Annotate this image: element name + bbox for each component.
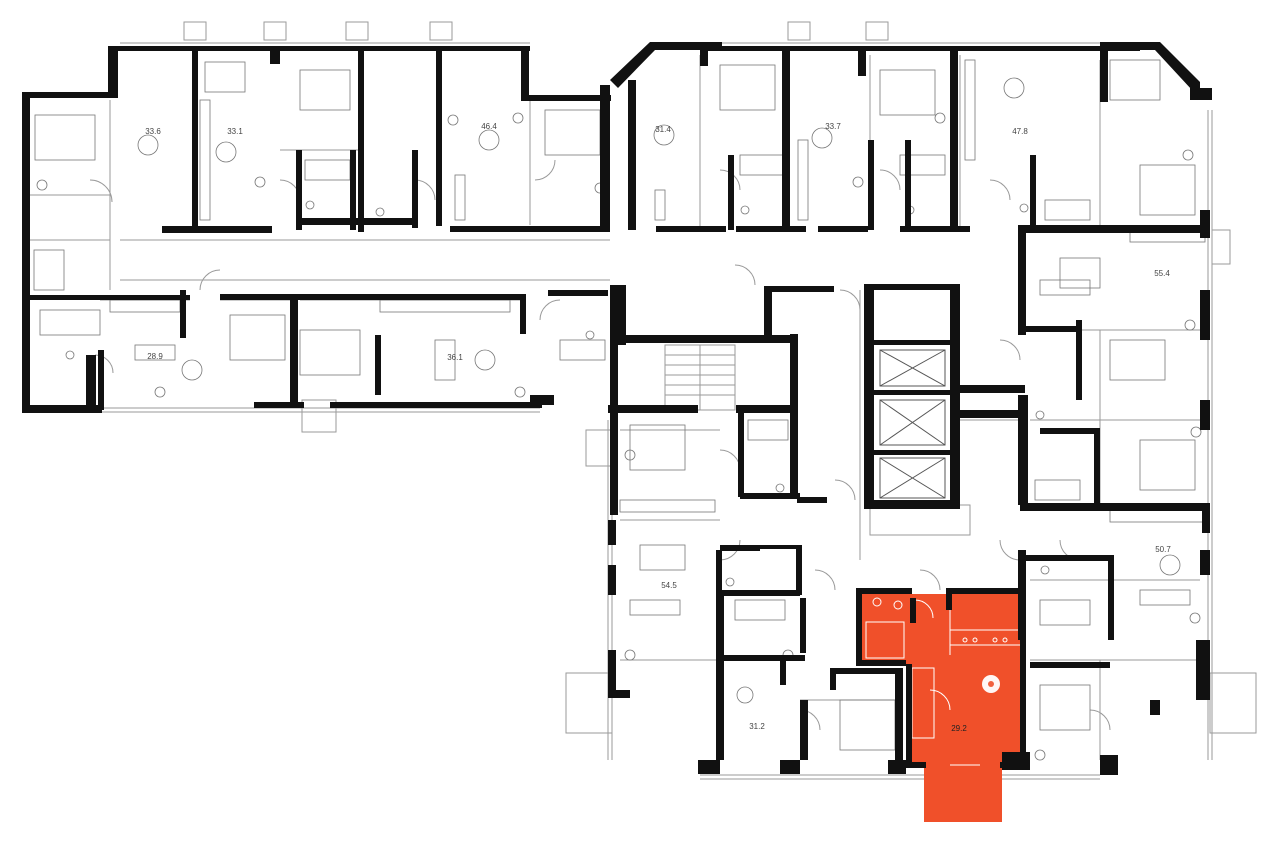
apartment-9-area: 55.4 (1154, 269, 1170, 278)
apartment-11-area: 50.7 (1155, 545, 1171, 554)
apartment-5-area: 33.7 (825, 122, 841, 131)
apartment-area-labels: 33.6 33.1 46.4 31.4 33.7 47.8 28.9 36.1 … (145, 122, 1171, 731)
apartment-7-area: 28.9 (147, 352, 163, 361)
furniture-symbols (33, 59, 1206, 761)
highlighted-apartment-shape[interactable] (862, 594, 1022, 822)
apartment-13-area: 29.2 (951, 724, 967, 733)
apartment-10-area: 54.5 (661, 581, 677, 590)
elevator-shafts (879, 349, 946, 499)
apartment-4-area: 31.4 (655, 125, 671, 134)
apartment-1-area: 33.6 (145, 127, 161, 136)
apartment-2-area: 33.1 (227, 127, 243, 136)
apartment-8-area: 36.1 (447, 353, 463, 362)
apartment-6-area: 47.8 (1012, 127, 1028, 136)
apartment-12-area: 31.2 (749, 722, 765, 731)
highlighted-apartment[interactable]: 29.2 (862, 594, 1022, 822)
apartment-3-area: 46.4 (481, 122, 497, 131)
exterior-walls (22, 42, 1212, 775)
